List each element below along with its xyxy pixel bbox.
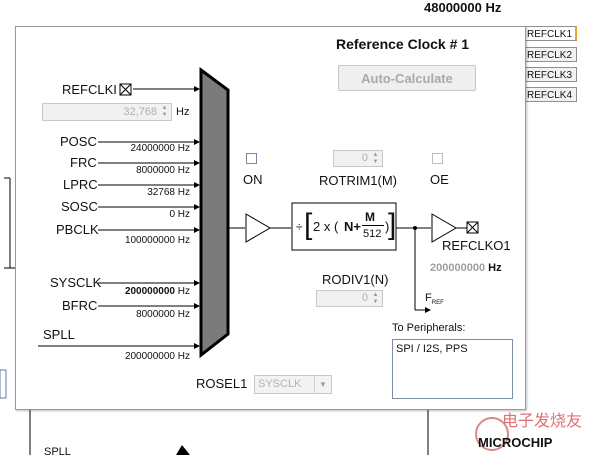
pbclk-label: PBCLK [56, 222, 99, 237]
formula-close-paren: ) [385, 219, 390, 234]
oe-label: OE [430, 172, 449, 187]
peripherals-textbox[interactable]: SPI / I2S, PPS [392, 339, 513, 399]
rosel-label: ROSEL1 [196, 376, 248, 391]
sosc-label: SOSC [61, 199, 98, 214]
lprc-label: LPRC [63, 177, 98, 192]
refclki-label: REFCLKI [62, 82, 117, 97]
divide-symbol: ÷ [296, 220, 303, 234]
spll-frequency: 200000000 Hz [124, 351, 190, 362]
rodiv-input[interactable]: 0 ▲▼ [316, 290, 383, 307]
refclki-frequency-input[interactable]: 32,768 ▲▼ [42, 103, 172, 121]
microchip-logo: MICROCHIP 电子发烧友 [475, 411, 582, 451]
clock-mux-shape [199, 67, 230, 359]
auto-calculate-button[interactable]: Auto-Calculate [338, 65, 476, 91]
spinner-arrows-icon[interactable]: ▲▼ [372, 152, 379, 165]
rosel-selected-value: SYSCLK [258, 378, 302, 390]
rotrim-value: 0 [361, 152, 368, 164]
output-frequency-readout: 48000000 Hz [424, 0, 502, 15]
posc-frequency: 24000000 Hz [130, 143, 191, 154]
chevron-down-icon[interactable]: ▼ [314, 376, 331, 393]
refclki-frequency-value: 32,768 [123, 106, 157, 118]
panel-title: Reference Clock # 1 [336, 36, 470, 52]
formula-two-x: 2 x ( [313, 219, 339, 234]
bfrc-label: BFRC [62, 298, 98, 313]
spinner-arrows-icon[interactable]: ▲▼ [161, 105, 168, 118]
on-checkbox[interactable] [246, 153, 257, 164]
bfrc-frequency: 8000000 Hz [136, 309, 190, 320]
rodiv-value: 0 [361, 292, 368, 304]
formula-m: M [365, 210, 375, 224]
lprc-frequency: 32768 Hz [147, 187, 190, 198]
on-label: ON [243, 172, 263, 187]
sosc-frequency: 0 Hz [169, 209, 190, 220]
sysclk-frequency: 200000000 Hz [124, 286, 190, 297]
refclko-label: REFCLKO1 [442, 238, 511, 253]
tab-refclk4[interactable]: REFCLK4 [523, 87, 577, 102]
tab-refclk1[interactable]: REFCLK1 [523, 26, 577, 41]
formula-open-bracket: [ [304, 208, 313, 241]
peripherals-label: To Peripherals: [392, 322, 466, 334]
output-frequency: 200000000 Hz [430, 262, 502, 274]
rosel-select[interactable]: SYSCLK ▼ [254, 375, 332, 394]
pbclk-frequency: 100000000 Hz [124, 235, 190, 246]
formula-close-bracket: ] [388, 208, 397, 241]
tab-refclk2[interactable]: REFCLK2 [523, 47, 577, 62]
rodiv-label: RODIV1(N) [322, 272, 389, 287]
sysclk-label: SYSCLK [50, 275, 102, 290]
posc-label: POSC [60, 134, 97, 149]
fref-label: FREF [425, 292, 444, 307]
formula-denominator: 512 [363, 228, 382, 240]
oe-checkbox[interactable] [432, 153, 443, 164]
spll-label: SPLL [43, 327, 75, 342]
frc-label: FRC [70, 155, 97, 170]
tab-refclk3[interactable]: REFCLK3 [523, 67, 577, 82]
spinner-arrows-icon[interactable]: ▲▼ [372, 292, 379, 305]
formula-n-plus: N+ [344, 219, 361, 234]
frc-frequency: 8000000 Hz [136, 165, 190, 176]
svg-text:MICROCHIP: MICROCHIP [478, 435, 553, 450]
svg-text:电子发烧友: 电子发烧友 [502, 411, 582, 430]
formula-fraction-bar [362, 225, 384, 226]
rotrim-label: ROTRIM1(M) [319, 173, 397, 188]
rotrim-input[interactable]: 0 ▲▼ [333, 150, 383, 167]
refclki-unit: Hz [176, 106, 190, 118]
